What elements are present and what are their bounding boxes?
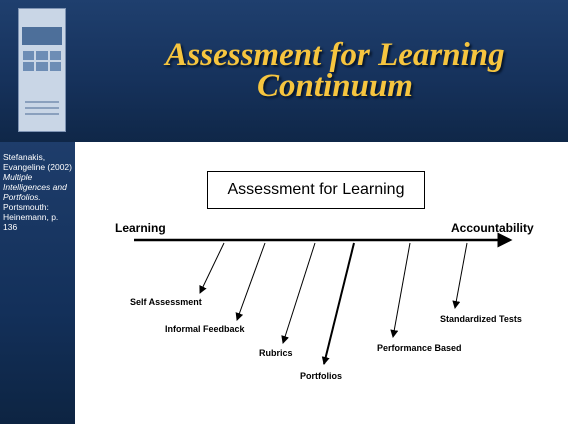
assessment-for-learning-box: Assessment for Learning: [207, 171, 425, 209]
item-performance-based: Performance Based: [377, 343, 462, 353]
arrow-informal-feedback: [235, 242, 266, 321]
continuum-right-label: Accountability: [451, 221, 534, 235]
book-cover-title-band: [22, 27, 62, 45]
arrow-performance-based: [390, 242, 411, 338]
book-cover-graphics: [23, 51, 61, 71]
slide-title-line1: Assessment for Learning: [165, 37, 505, 73]
arrow-rubrics: [281, 242, 316, 344]
citation-book-title: Multiple Intelligences and Portfolios.: [3, 172, 67, 202]
citation: Stefanakis, Evangeline (2002) Multiple I…: [3, 152, 73, 232]
continuum-left-label: Learning: [115, 221, 166, 235]
slide-title-line2: Continuum: [257, 68, 413, 104]
arrow-portfolios: [321, 242, 355, 365]
arrow-self-assessment: [199, 242, 225, 294]
sidebar-panel: [0, 142, 75, 424]
item-rubrics: Rubrics: [259, 348, 293, 358]
item-portfolios: Portfolios: [300, 371, 342, 381]
citation-author: Stefanakis, Evangeline (2002): [3, 152, 72, 172]
item-standardized-tests: Standardized Tests: [440, 314, 522, 324]
arrow-standardized-tests: [452, 242, 468, 309]
citation-publisher: Portsmouth: Heinemann, p. 136: [3, 202, 59, 232]
book-cover-text-lines: [25, 101, 59, 119]
item-informal-feedback: Informal Feedback: [165, 324, 245, 334]
item-self-assessment: Self Assessment: [130, 297, 202, 307]
slide-header: Assessment for Learning Continuum: [0, 0, 568, 142]
slide-title: Assessment for Learning Continuum: [125, 37, 545, 104]
book-cover-image: [18, 8, 66, 132]
